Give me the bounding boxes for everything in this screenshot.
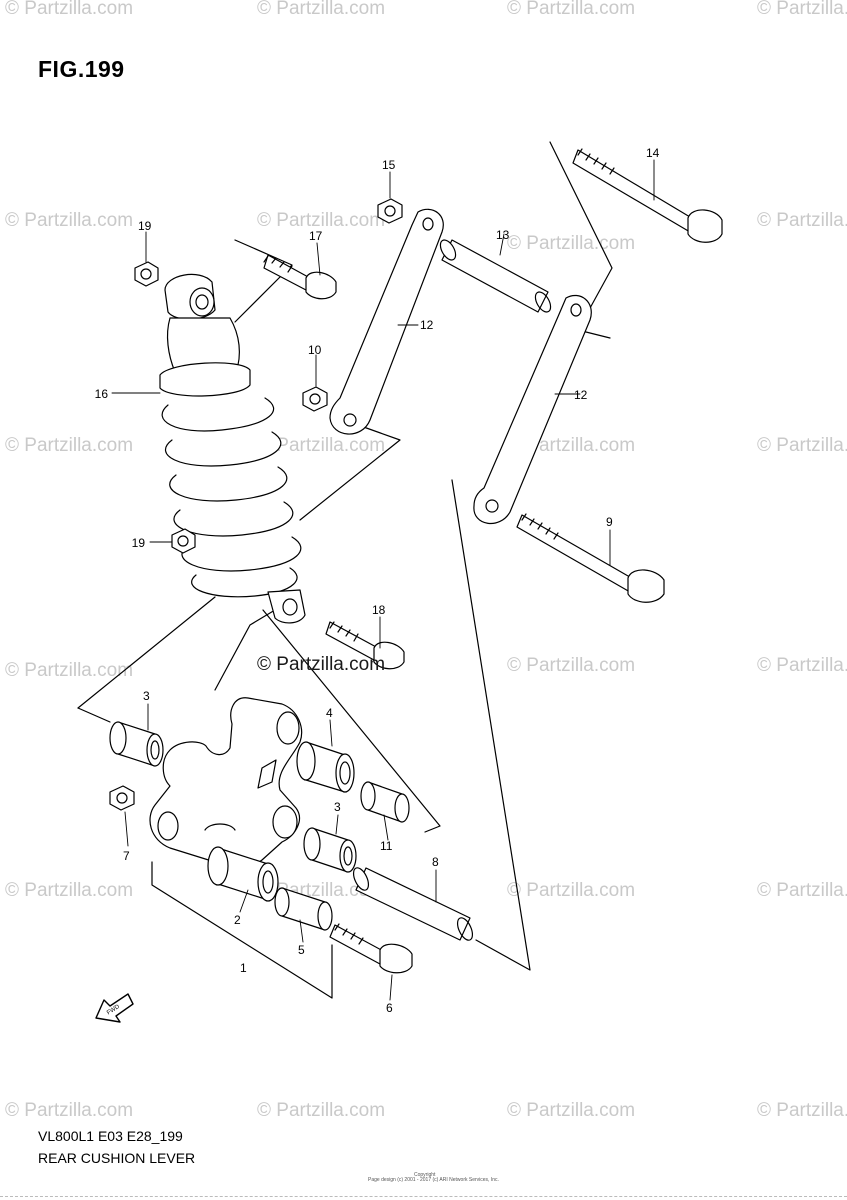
watermark: © Partzilla.com bbox=[5, 660, 134, 681]
part-label: 17 bbox=[309, 229, 323, 243]
bolt-18 bbox=[325, 621, 405, 670]
part-label: 19 bbox=[138, 219, 152, 233]
model-code: VL800L1 E03 E28_199 bbox=[38, 1128, 183, 1144]
watermark: © Partzilla.com bbox=[507, 0, 636, 19]
part-label: 7 bbox=[123, 849, 130, 863]
cushion-lever bbox=[149, 697, 303, 869]
watermark: © Partzilla.com bbox=[757, 655, 847, 676]
nut-19-top bbox=[134, 261, 159, 287]
part-label: 3 bbox=[334, 800, 341, 814]
part-label: 10 bbox=[308, 343, 322, 357]
bushing-4 bbox=[296, 741, 355, 793]
nut-19-lower bbox=[171, 528, 196, 554]
bolt-9 bbox=[516, 513, 665, 603]
watermark: © Partzilla.com bbox=[757, 880, 847, 901]
watermark: © Partzilla.com bbox=[5, 0, 134, 19]
part-label: 4 bbox=[326, 706, 333, 720]
watermark: © Partzilla.com bbox=[5, 1100, 134, 1121]
bolt-14 bbox=[572, 148, 723, 243]
part-label: 19 bbox=[132, 536, 146, 550]
watermark: © Partzilla.com bbox=[757, 0, 847, 19]
watermark: © Partzilla.com bbox=[5, 210, 134, 231]
fwd-arrow-icon bbox=[95, 993, 134, 1023]
watermark: © Partzilla.com bbox=[507, 1100, 636, 1121]
spacer-13 bbox=[439, 239, 552, 313]
part-label: 3 bbox=[143, 689, 150, 703]
part-label: 15 bbox=[382, 158, 396, 172]
watermark: © Partzilla.com bbox=[257, 0, 386, 19]
part-label: 9 bbox=[606, 515, 613, 529]
watermark: © Partzilla.com bbox=[757, 210, 847, 231]
bushing-2 bbox=[207, 846, 279, 902]
nut-15 bbox=[377, 198, 403, 224]
spacer-5 bbox=[274, 887, 333, 931]
part-label: 18 bbox=[372, 603, 386, 617]
bolt-6 bbox=[329, 923, 413, 974]
bearing-3-upper bbox=[109, 721, 164, 767]
part-label: 5 bbox=[298, 943, 305, 957]
watermark: © Partzilla.com bbox=[5, 435, 134, 456]
part-label: 2 bbox=[234, 913, 241, 927]
shock-absorber bbox=[159, 273, 306, 624]
part-label: 1 bbox=[240, 961, 247, 975]
part-label: 12 bbox=[574, 388, 588, 402]
watermark: © Partzilla.com bbox=[507, 880, 636, 901]
watermark: © Partzilla.com bbox=[507, 655, 636, 676]
nut-10 bbox=[302, 386, 328, 412]
watermark-center: © Partzilla.com bbox=[257, 654, 386, 675]
figure-title: FIG.199 bbox=[38, 56, 125, 82]
part-label: 8 bbox=[432, 855, 439, 869]
link-plate-12-left bbox=[329, 208, 444, 435]
part-label: 16 bbox=[95, 387, 109, 401]
watermark: © Partzilla.com bbox=[257, 210, 386, 231]
guide-lines bbox=[77, 141, 613, 999]
part-label: 12 bbox=[420, 318, 434, 332]
watermark: © Partzilla.com bbox=[757, 435, 847, 456]
leader-lines bbox=[111, 159, 655, 1001]
spacer-11 bbox=[360, 781, 410, 823]
bolt-17 bbox=[263, 254, 337, 300]
watermark: © Partzilla.com bbox=[5, 880, 134, 901]
watermark: © Partzilla.com bbox=[757, 1100, 847, 1121]
nut-7 bbox=[109, 785, 135, 811]
watermark: © Partzilla.com bbox=[257, 1100, 386, 1121]
watermark: © Partzilla.com bbox=[257, 435, 386, 456]
part-label: 13 bbox=[496, 228, 510, 242]
part-label: 6 bbox=[386, 1001, 393, 1015]
bearing-3-lower bbox=[303, 827, 357, 873]
bottom-divider bbox=[0, 1196, 847, 1197]
part-label: 11 bbox=[380, 839, 393, 853]
part-label: 14 bbox=[646, 146, 660, 160]
spacer-8 bbox=[352, 867, 474, 941]
copyright-line: Copyright bbox=[414, 1172, 436, 1178]
copyright-line: Page design (c) 2001 - 2017 (c) ARI Netw… bbox=[368, 1177, 499, 1183]
link-plate-12-right bbox=[473, 294, 592, 525]
shock-spring bbox=[161, 397, 302, 598]
figure-name: REAR CUSHION LEVER bbox=[38, 1150, 196, 1166]
